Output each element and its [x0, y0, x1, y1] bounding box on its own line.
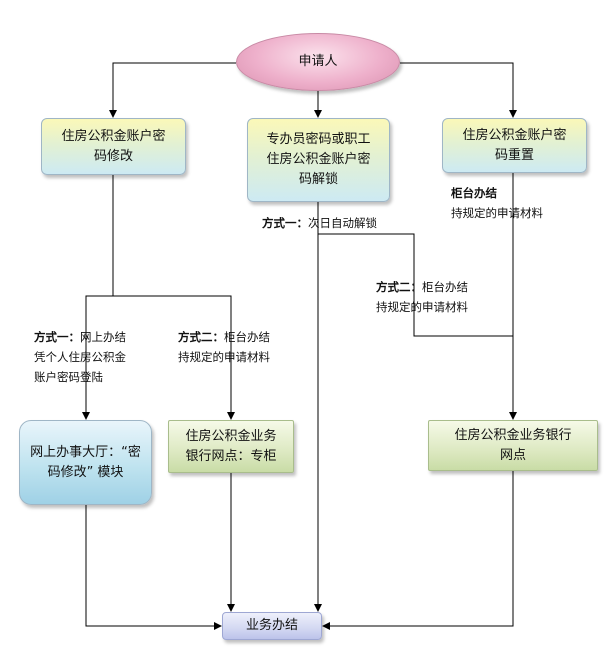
reset-title: 柜台办结 — [451, 186, 497, 200]
modify-way2-title: 方式二： — [178, 330, 224, 344]
done-label: 业务办结 — [245, 618, 298, 633]
unlock-way1-title: 方式一： — [262, 216, 308, 230]
modify-way1-title: 方式一： — [34, 330, 80, 344]
modify-way1-text2: 凭个人住房公积金 — [34, 350, 126, 364]
reset-label-line2: 持规定的申请材料 — [451, 203, 543, 223]
applicant-node[interactable]: 申请人 — [236, 33, 400, 91]
bank-branch-line2: 网点 — [499, 447, 526, 463]
unlock-way2-title: 方式二： — [376, 280, 422, 294]
modify-way1-text3: 账户密码登陆 — [34, 370, 103, 384]
counter-bank-node[interactable]: 住房公积金业务 银行网点：专柜 — [168, 420, 294, 473]
password-modify-node[interactable]: 住房公积金账户密 码修改 — [41, 118, 186, 175]
password-reset-line1: 住房公积金账户密 — [462, 127, 567, 143]
edge-modify-counter — [113, 295, 235, 420]
modify-way2-text: 柜台办结 — [224, 330, 270, 344]
edge-applicant-modify — [109, 62, 236, 118]
password-reset-node[interactable]: 住房公积金账户密 码重置 — [442, 118, 587, 173]
password-modify-line1: 住房公积金账户密 — [61, 128, 166, 144]
unlock-way2-text2: 持规定的申请材料 — [376, 300, 468, 314]
edge-online-done — [85, 505, 222, 630]
online-hall-line1: 网上办事大厅：“密 — [30, 444, 141, 460]
bank-branch-node[interactable]: 住房公积金业务银行 网点 — [428, 420, 598, 471]
modify-way1-label-line3: 账户密码登陆 — [34, 367, 103, 387]
unlock-way2-text: 柜台办结 — [422, 280, 468, 294]
edge-applicant-reset — [400, 62, 517, 118]
unlock-way2-label: 方式二：柜台办结 — [376, 277, 468, 297]
edge-unlock-counter — [318, 233, 513, 337]
modify-way2-label-line2: 持规定的申请材料 — [178, 347, 270, 367]
bank-branch-line1: 住房公积金业务银行 — [454, 427, 572, 443]
applicant-label: 申请人 — [298, 54, 338, 69]
unlock-way2-label-line2: 持规定的申请材料 — [376, 297, 468, 317]
password-modify-line2: 码修改 — [93, 148, 133, 164]
counter-bank-line2: 银行网点：专柜 — [185, 448, 277, 464]
modify-way1-text: 网上办结 — [80, 330, 126, 344]
online-hall-line2: 码修改” 模块 — [47, 464, 124, 480]
password-unlock-line2: 住房公积金账户密 — [266, 152, 371, 167]
counter-bank-line1: 住房公积金业务 — [185, 428, 277, 444]
password-unlock-line3: 码解锁 — [298, 172, 338, 187]
reset-text: 持规定的申请材料 — [451, 206, 543, 220]
password-reset-line2: 码重置 — [494, 147, 534, 163]
unlock-way1-label: 方式一：次日自动解锁 — [262, 213, 377, 233]
online-hall-node[interactable]: 网上办事大厅：“密 码修改” 模块 — [19, 420, 152, 505]
password-unlock-node[interactable]: 专办员密码或职工 住房公积金账户密 码解锁 — [247, 118, 390, 202]
modify-way2-text2: 持规定的申请材料 — [178, 350, 270, 364]
done-node[interactable]: 业务办结 — [222, 612, 322, 640]
modify-way1-label-line2: 凭个人住房公积金 — [34, 347, 126, 367]
modify-way1-label: 方式一：网上办结 — [34, 327, 126, 347]
unlock-way1-text: 次日自动解锁 — [308, 216, 377, 230]
password-unlock-line1: 专办员密码或职工 — [266, 132, 371, 147]
edge-bank-done — [322, 471, 514, 630]
modify-way2-label: 方式二：柜台办结 — [178, 327, 270, 347]
reset-label: 柜台办结 — [451, 183, 497, 203]
edge-modify-split — [82, 175, 114, 420]
